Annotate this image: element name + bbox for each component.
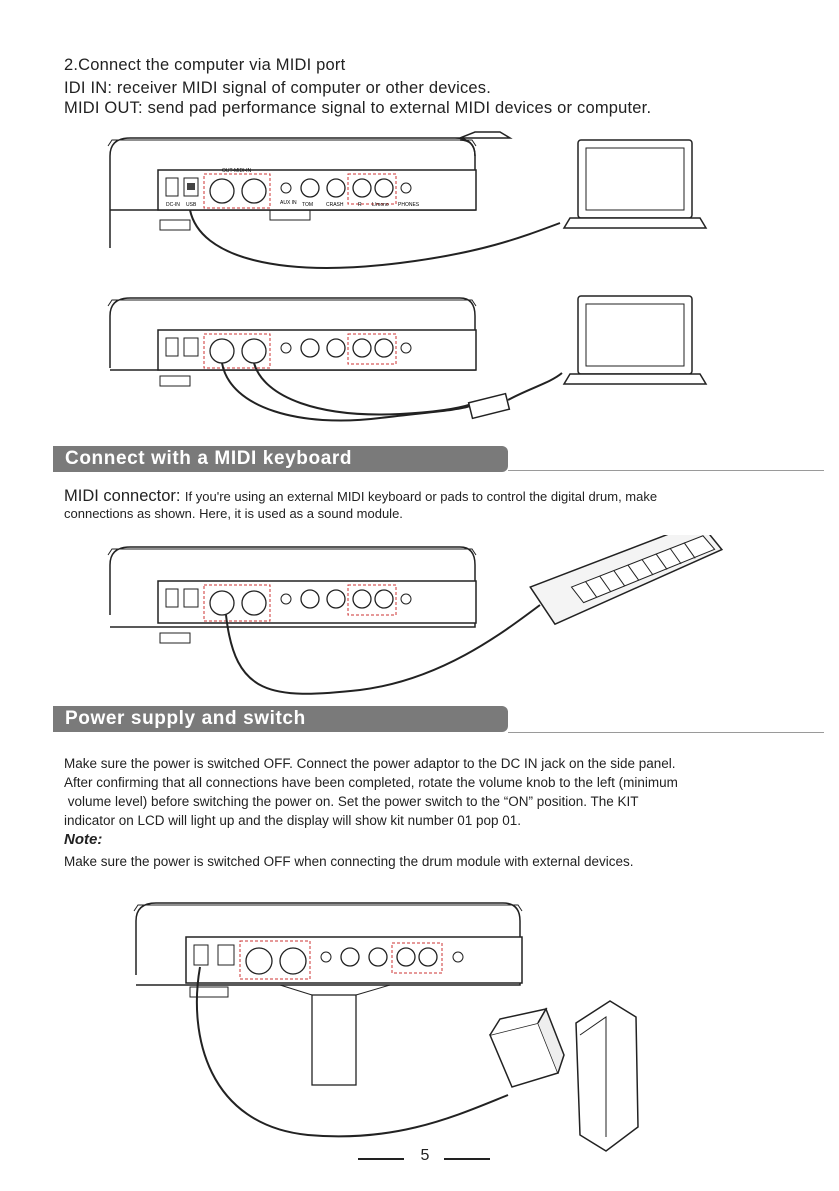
page-number-rule-left bbox=[358, 1158, 404, 1160]
note-text: Make sure the power is switched OFF when… bbox=[64, 854, 634, 869]
drum-module-back-panel: DC-IN USB OUT-MIDI-IN AUX IN TOM CRASH R… bbox=[107, 131, 513, 248]
keyboard-section-rule bbox=[508, 470, 824, 471]
drum-module-back-panel bbox=[107, 297, 477, 387]
crash-label: CRASH bbox=[326, 202, 344, 208]
wall-outlet-icon bbox=[575, 1000, 639, 1152]
phones-label: PHONES bbox=[398, 202, 420, 208]
midi-in-description: IDI IN: receiver MIDI signal of computer… bbox=[64, 79, 492, 97]
midi-keyboard-icon bbox=[529, 535, 724, 626]
midi-out-description: MIDI OUT: send pad performance signal to… bbox=[64, 99, 652, 117]
dc-in-label: DC-IN bbox=[166, 202, 180, 208]
power-paragraph: Make sure the power is switched OFF. Con… bbox=[64, 754, 678, 830]
laptop-icon bbox=[562, 295, 708, 385]
usb-connection-figure: DC-IN USB OUT-MIDI-IN AUX IN TOM CRASH R… bbox=[107, 131, 708, 269]
power-adaptor-figure bbox=[133, 902, 639, 1152]
power-line-3: volume level) before switching the power… bbox=[64, 794, 639, 809]
keyboard-text-1: If you're using an external MIDI keyboar… bbox=[184, 489, 658, 504]
keyboard-text-2: connections as shown. Here, it is used a… bbox=[64, 506, 403, 521]
midi-keyboard-figure bbox=[107, 535, 724, 695]
midi-port-heading: 2.Connect the computer via MIDI port bbox=[64, 56, 346, 74]
r-label: R bbox=[358, 202, 362, 208]
usb-label: USB bbox=[186, 202, 197, 208]
midi-connector-lead: MIDI connector: bbox=[64, 487, 181, 505]
power-line-1: Make sure the power is switched OFF. Con… bbox=[64, 756, 676, 771]
midi-interface-box bbox=[467, 392, 511, 420]
keyboard-section-title: Connect with a MIDI keyboard bbox=[53, 446, 508, 472]
laptop-icon bbox=[562, 139, 708, 229]
power-section-rule bbox=[508, 732, 824, 733]
page-number-rule-right bbox=[444, 1158, 490, 1160]
power-line-4: indicator on LCD will light up and the d… bbox=[64, 813, 521, 828]
output-label: L/mono bbox=[372, 202, 389, 208]
aux-in-label: AUX IN bbox=[280, 200, 297, 206]
page-number: 5 bbox=[420, 1147, 430, 1164]
power-line-2: After confirming that all connections ha… bbox=[64, 775, 678, 790]
drum-module-back-panel bbox=[107, 546, 477, 644]
power-adaptor-icon bbox=[488, 1007, 565, 1088]
note-label: Note: bbox=[64, 831, 103, 848]
power-section-title: Power supply and switch bbox=[53, 706, 508, 732]
tom-label: TOM bbox=[302, 202, 313, 208]
midi-interface-figure bbox=[107, 295, 708, 422]
drum-module-back-panel bbox=[133, 902, 523, 1086]
midi-port-label: OUT-MIDI-IN bbox=[222, 168, 252, 174]
keyboard-section-text: MIDI connector: If you're using an exter… bbox=[64, 487, 657, 506]
